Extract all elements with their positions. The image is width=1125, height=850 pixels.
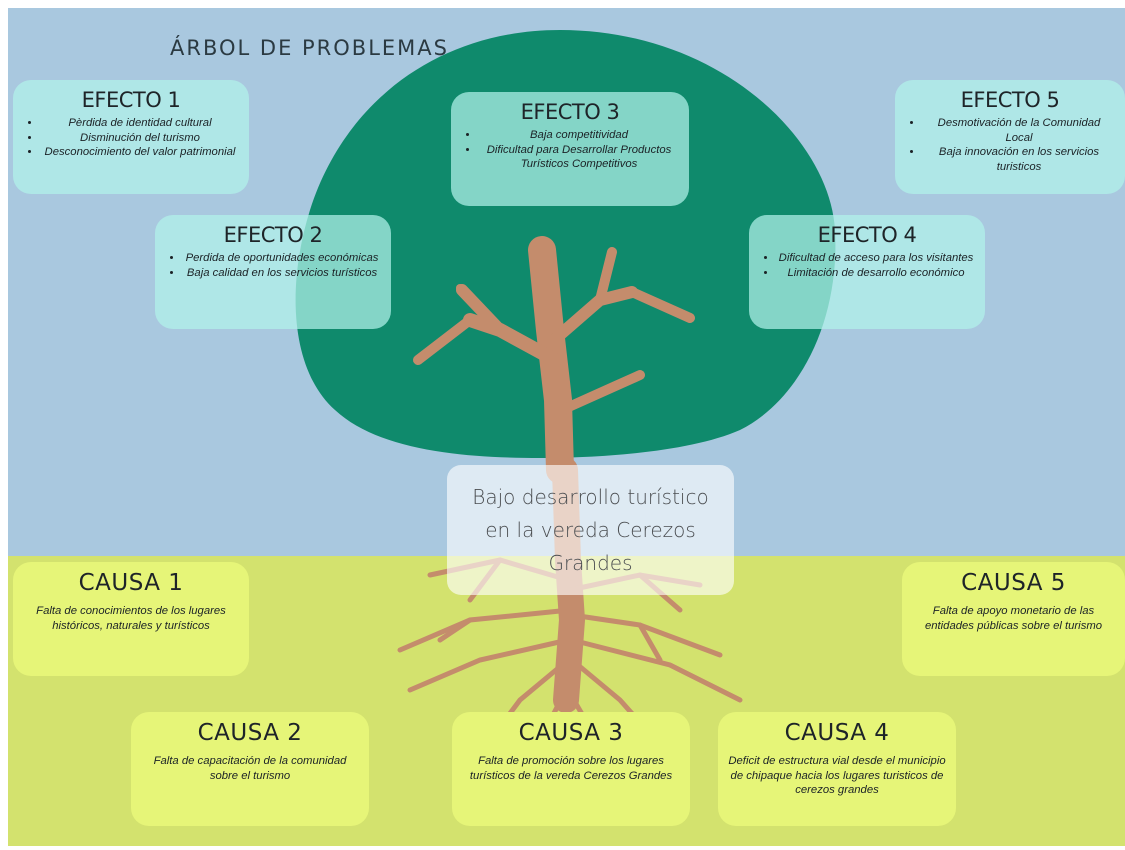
effect-4-title: EFECTO 4 — [817, 223, 917, 247]
effect-4-box: EFECTO 4 Dificultad de acceso para los v… — [749, 215, 985, 329]
cause-4-text: Deficit de estructura vial desde el muni… — [728, 755, 946, 796]
effect-1-box: EFECTO 1 Pèrdida de identidad cultural D… — [13, 80, 249, 194]
cause-1-text: Falta de conocimientos de los lugares hi… — [36, 605, 226, 632]
effect-3-item: Baja competitividad — [479, 128, 679, 143]
effect-4-item: Limitación de desarrollo económico — [777, 266, 975, 281]
diagram-title: ÁRBOL DE PROBLEMAS — [170, 36, 449, 60]
effect-1-item: Pèrdida de identidad cultural — [41, 116, 239, 131]
cause-5-box: CAUSA 5 Falta de apoyo monetario de las … — [902, 562, 1125, 676]
cause-5-title: CAUSA 5 — [961, 570, 1066, 596]
cause-2-title: CAUSA 2 — [197, 720, 303, 746]
effect-2-item: Perdida de oportunidades económicas — [183, 251, 381, 266]
effect-4-item: Dificultad de acceso para los visitantes — [777, 251, 975, 266]
cause-3-text: Falta de promoción sobre los lugares tur… — [469, 755, 673, 782]
cause-4-box: CAUSA 4 Deficit de estructura vial desde… — [718, 712, 956, 826]
effect-2-title: EFECTO 2 — [223, 223, 323, 247]
effect-5-list: Desmotivación de la Comunidad Local Baja… — [905, 116, 1115, 174]
effect-1-item: Disminución del turismo — [41, 131, 239, 146]
effect-2-box: EFECTO 2 Perdida de oportunidades económ… — [155, 215, 391, 329]
cause-2-box: CAUSA 2 Falta de capacitación de la comu… — [131, 712, 369, 826]
cause-2-text: Falta de capacitación de la comunidad so… — [153, 755, 347, 782]
effect-2-item: Baja calidad en los servicios turísticos — [183, 266, 381, 281]
effect-3-title: EFECTO 3 — [520, 100, 620, 124]
effect-3-item: Dificultad para Desarrollar Productos Tu… — [479, 143, 679, 172]
cause-4-title: CAUSA 4 — [784, 720, 890, 746]
effect-4-list: Dificultad de acceso para los visitantes… — [759, 251, 975, 280]
cause-1-box: CAUSA 1 Falta de conocimientos de los lu… — [13, 562, 249, 676]
cause-3-box: CAUSA 3 Falta de promoción sobre los lug… — [452, 712, 690, 826]
effect-2-list: Perdida de oportunidades económicas Baja… — [165, 251, 381, 280]
effect-3-box: EFECTO 3 Baja competitividad Dificultad … — [451, 92, 689, 206]
effect-5-box: EFECTO 5 Desmotivación de la Comunidad L… — [895, 80, 1125, 194]
effect-1-title: EFECTO 1 — [81, 88, 181, 112]
cause-1-title: CAUSA 1 — [78, 570, 184, 596]
effect-3-list: Baja competitividad Dificultad para Desa… — [461, 128, 679, 172]
effect-1-list: Pèrdida de identidad cultural Disminució… — [23, 116, 239, 160]
cause-5-text: Falta de apoyo monetario de las entidade… — [924, 605, 1103, 632]
effect-1-item: Desconocimiento del valor patrimonial — [41, 145, 239, 160]
effect-5-item: Baja innovación en los servicios turisti… — [923, 145, 1115, 174]
central-problem: Bajo desarrollo turístico en la vereda C… — [447, 465, 734, 595]
effect-5-title: EFECTO 5 — [960, 88, 1060, 112]
effect-5-item: Desmotivación de la Comunidad Local — [923, 116, 1115, 145]
cause-3-title: CAUSA 3 — [518, 720, 624, 746]
